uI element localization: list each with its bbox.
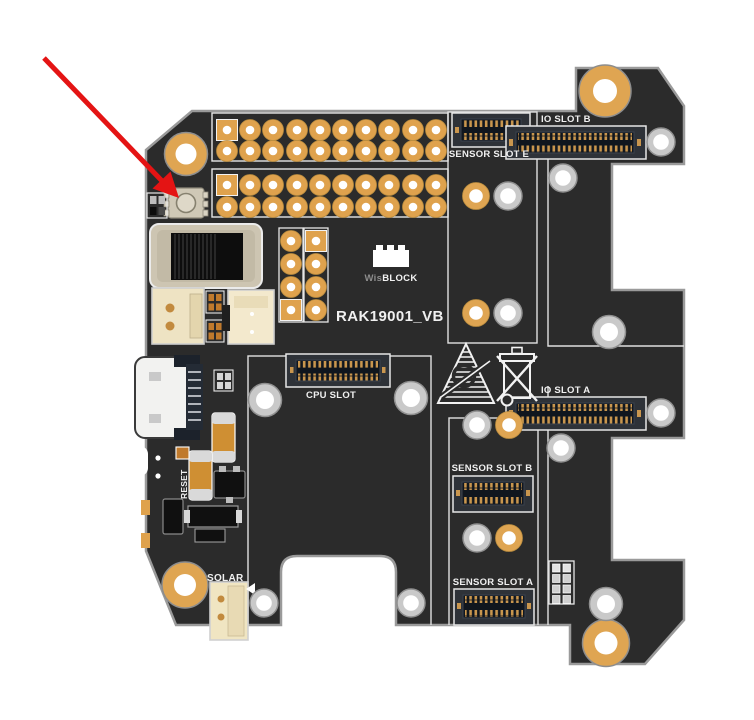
smd-ic-small [194,528,226,543]
standoff-below-io-b [548,163,578,193]
standoff-cpu-left [247,382,283,418]
io-slot-a-connector [505,396,647,431]
standoff-bottom-mid [396,588,426,618]
sensor-slot-b-label: SENSOR SLOT B [452,463,533,474]
sensor-slot-a-label: SENSOR SLOT A [453,577,534,588]
edge-pad [141,500,150,515]
cpu-slot-connector [285,353,391,388]
sensor-slot-e-outline [447,111,538,344]
io-slot-a-label: IO SLOT A [541,385,590,396]
pin-header-block-top [211,112,449,162]
edge-pad [141,533,150,548]
solar-connector [209,581,249,641]
capacitor [188,450,213,501]
reset-label: RESET [179,469,189,499]
mounting-hole-bottom-right [581,618,631,668]
standoff-io-a [646,398,676,428]
io-slot-b-outline [547,126,684,347]
edge-notch-cutout [132,446,148,476]
standoff-cpu-right [393,380,429,416]
small-pin-header-2x4 [548,560,575,605]
sensor-slot-b-connector [452,475,534,513]
mounting-holes [161,64,632,668]
pin-header-column-left [278,227,304,323]
via [155,455,161,461]
capacitor [211,412,236,463]
smd-ic [184,505,242,528]
crossed-out-wheelie-bin-icon [496,346,538,407]
battery-connector [151,287,205,345]
smd-pad-array-2x2 [146,192,168,219]
power-slide-switch [149,223,263,289]
wisblock-brick-icon [373,250,409,267]
aux-power-connector [222,289,275,345]
esd-warning-triangle-icon [436,341,496,404]
board-model-label: RAK19001_VB [336,308,444,325]
smd-transistor-left [162,498,184,535]
via [155,473,161,479]
io-slot-b-label: IO SLOT B [541,114,591,125]
sot23-transistor [213,466,246,503]
red-annotation-arrow [42,56,179,198]
solar-label: SOLAR [207,573,244,584]
standoff-io-b [646,127,676,157]
io-slot-b-connector [505,125,647,160]
smd-resistor [175,446,190,460]
mounting-hole-bottom-left [161,561,209,609]
standoff-below-io-a [546,433,576,463]
sensor-slot-e-label: SENSOR SLOT E [449,149,529,160]
passive-components-cluster [141,412,246,548]
standoff-above-extension [588,586,624,622]
cpu-slot-label: CPU SLOT [306,390,356,401]
sensor-slot-a-connector [453,588,535,626]
smd-pad-array-right-of-usb [213,369,234,392]
wisblock-logo: WisBLOCK [365,245,418,284]
standoff-bottom-left [249,588,279,618]
usb-c-connector [134,355,203,440]
wisblock-logo-text: WisBLOCK [365,273,418,284]
pin-header-column-right [303,227,329,323]
standoff-right-mid [591,314,627,350]
polarity-arrow-icon [246,583,255,595]
pin-header-block-bottom [211,168,449,218]
mounting-hole-top-left [163,131,209,177]
mounting-hole-top-right [578,64,632,118]
